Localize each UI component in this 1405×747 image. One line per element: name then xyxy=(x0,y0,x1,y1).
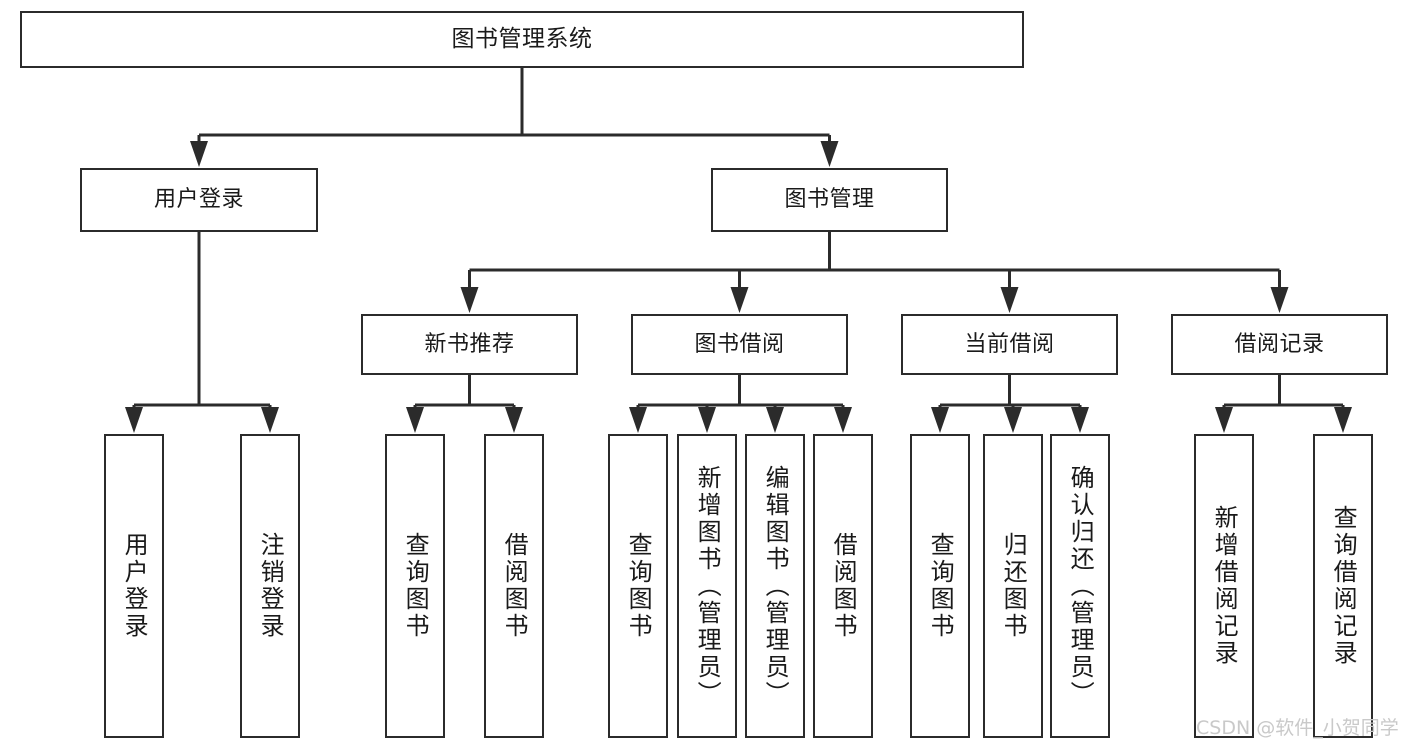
node-newbook[interactable]: 新书推荐 xyxy=(361,314,578,375)
node-nb1[interactable]: 查询图书 xyxy=(385,434,445,738)
node-bw2[interactable]: 新增图书（管理员） xyxy=(677,434,737,738)
node-root[interactable]: 图书管理系统 xyxy=(20,11,1024,68)
node-label: 图书管理 xyxy=(784,187,875,213)
node-label: 借阅图书 xyxy=(829,532,858,640)
node-label: 编辑图书（管理员） xyxy=(761,464,790,708)
arrowhead-rc1 xyxy=(1215,407,1233,433)
arrowhead-current xyxy=(1000,287,1019,313)
arrowhead-bw3 xyxy=(766,407,784,433)
node-label: 查询借阅记录 xyxy=(1329,505,1358,667)
node-rc1[interactable]: 新增借阅记录 xyxy=(1194,434,1254,738)
node-label: 借阅图书 xyxy=(500,532,529,640)
arrowhead-bw2 xyxy=(698,407,716,433)
node-label: 用户登录 xyxy=(120,532,149,640)
node-nb2[interactable]: 借阅图书 xyxy=(484,434,544,738)
node-records[interactable]: 借阅记录 xyxy=(1171,314,1388,375)
watermark: CSDN @软件_小贺同学 xyxy=(1196,717,1399,739)
arrowhead-cr2 xyxy=(1004,407,1022,433)
node-login1[interactable]: 用户登录 xyxy=(104,434,164,738)
arrowhead-nb2 xyxy=(505,407,523,433)
node-label: 新书推荐 xyxy=(424,331,515,357)
node-cr2[interactable]: 归还图书 xyxy=(983,434,1043,738)
arrowhead-cr1 xyxy=(931,407,949,433)
node-label: 图书借阅 xyxy=(694,331,785,357)
node-label: 确认归还（管理员） xyxy=(1066,464,1095,708)
node-label: 归还图书 xyxy=(999,532,1028,640)
node-login[interactable]: 用户登录 xyxy=(80,168,318,232)
node-label: 当前借阅 xyxy=(964,331,1055,357)
arrowhead-nb1 xyxy=(406,407,424,433)
node-login2[interactable]: 注销登录 xyxy=(240,434,300,738)
arrowhead-rc2 xyxy=(1334,407,1352,433)
node-label: 注销登录 xyxy=(256,532,285,640)
arrowhead-borrow xyxy=(730,287,749,313)
node-label: 查询图书 xyxy=(926,532,955,640)
arrowhead-login xyxy=(190,141,208,167)
node-label: 查询图书 xyxy=(624,532,653,640)
node-label: 借阅记录 xyxy=(1234,331,1325,357)
arrowhead-bw4 xyxy=(834,407,852,433)
node-label: 新增借阅记录 xyxy=(1210,505,1239,667)
node-label: 图书管理系统 xyxy=(451,25,593,52)
arrowhead-bookmgmt xyxy=(820,141,839,167)
arrowhead-records xyxy=(1270,287,1289,313)
node-bookmgmt[interactable]: 图书管理 xyxy=(711,168,948,232)
arrowhead-login1 xyxy=(125,407,143,433)
node-bw1[interactable]: 查询图书 xyxy=(608,434,668,738)
arrowhead-newbook xyxy=(460,287,479,313)
node-bw4[interactable]: 借阅图书 xyxy=(813,434,873,738)
node-current[interactable]: 当前借阅 xyxy=(901,314,1118,375)
node-bw3[interactable]: 编辑图书（管理员） xyxy=(745,434,805,738)
arrowhead-login2 xyxy=(261,407,279,433)
node-label: 用户登录 xyxy=(153,187,244,213)
node-rc2[interactable]: 查询借阅记录 xyxy=(1313,434,1373,738)
node-cr1[interactable]: 查询图书 xyxy=(910,434,970,738)
node-borrow[interactable]: 图书借阅 xyxy=(631,314,848,375)
arrowhead-cr3 xyxy=(1071,407,1089,433)
node-cr3[interactable]: 确认归还（管理员） xyxy=(1050,434,1110,738)
node-label: 新增图书（管理员） xyxy=(693,464,722,708)
node-label: 查询图书 xyxy=(401,532,430,640)
arrowhead-bw1 xyxy=(629,407,647,433)
